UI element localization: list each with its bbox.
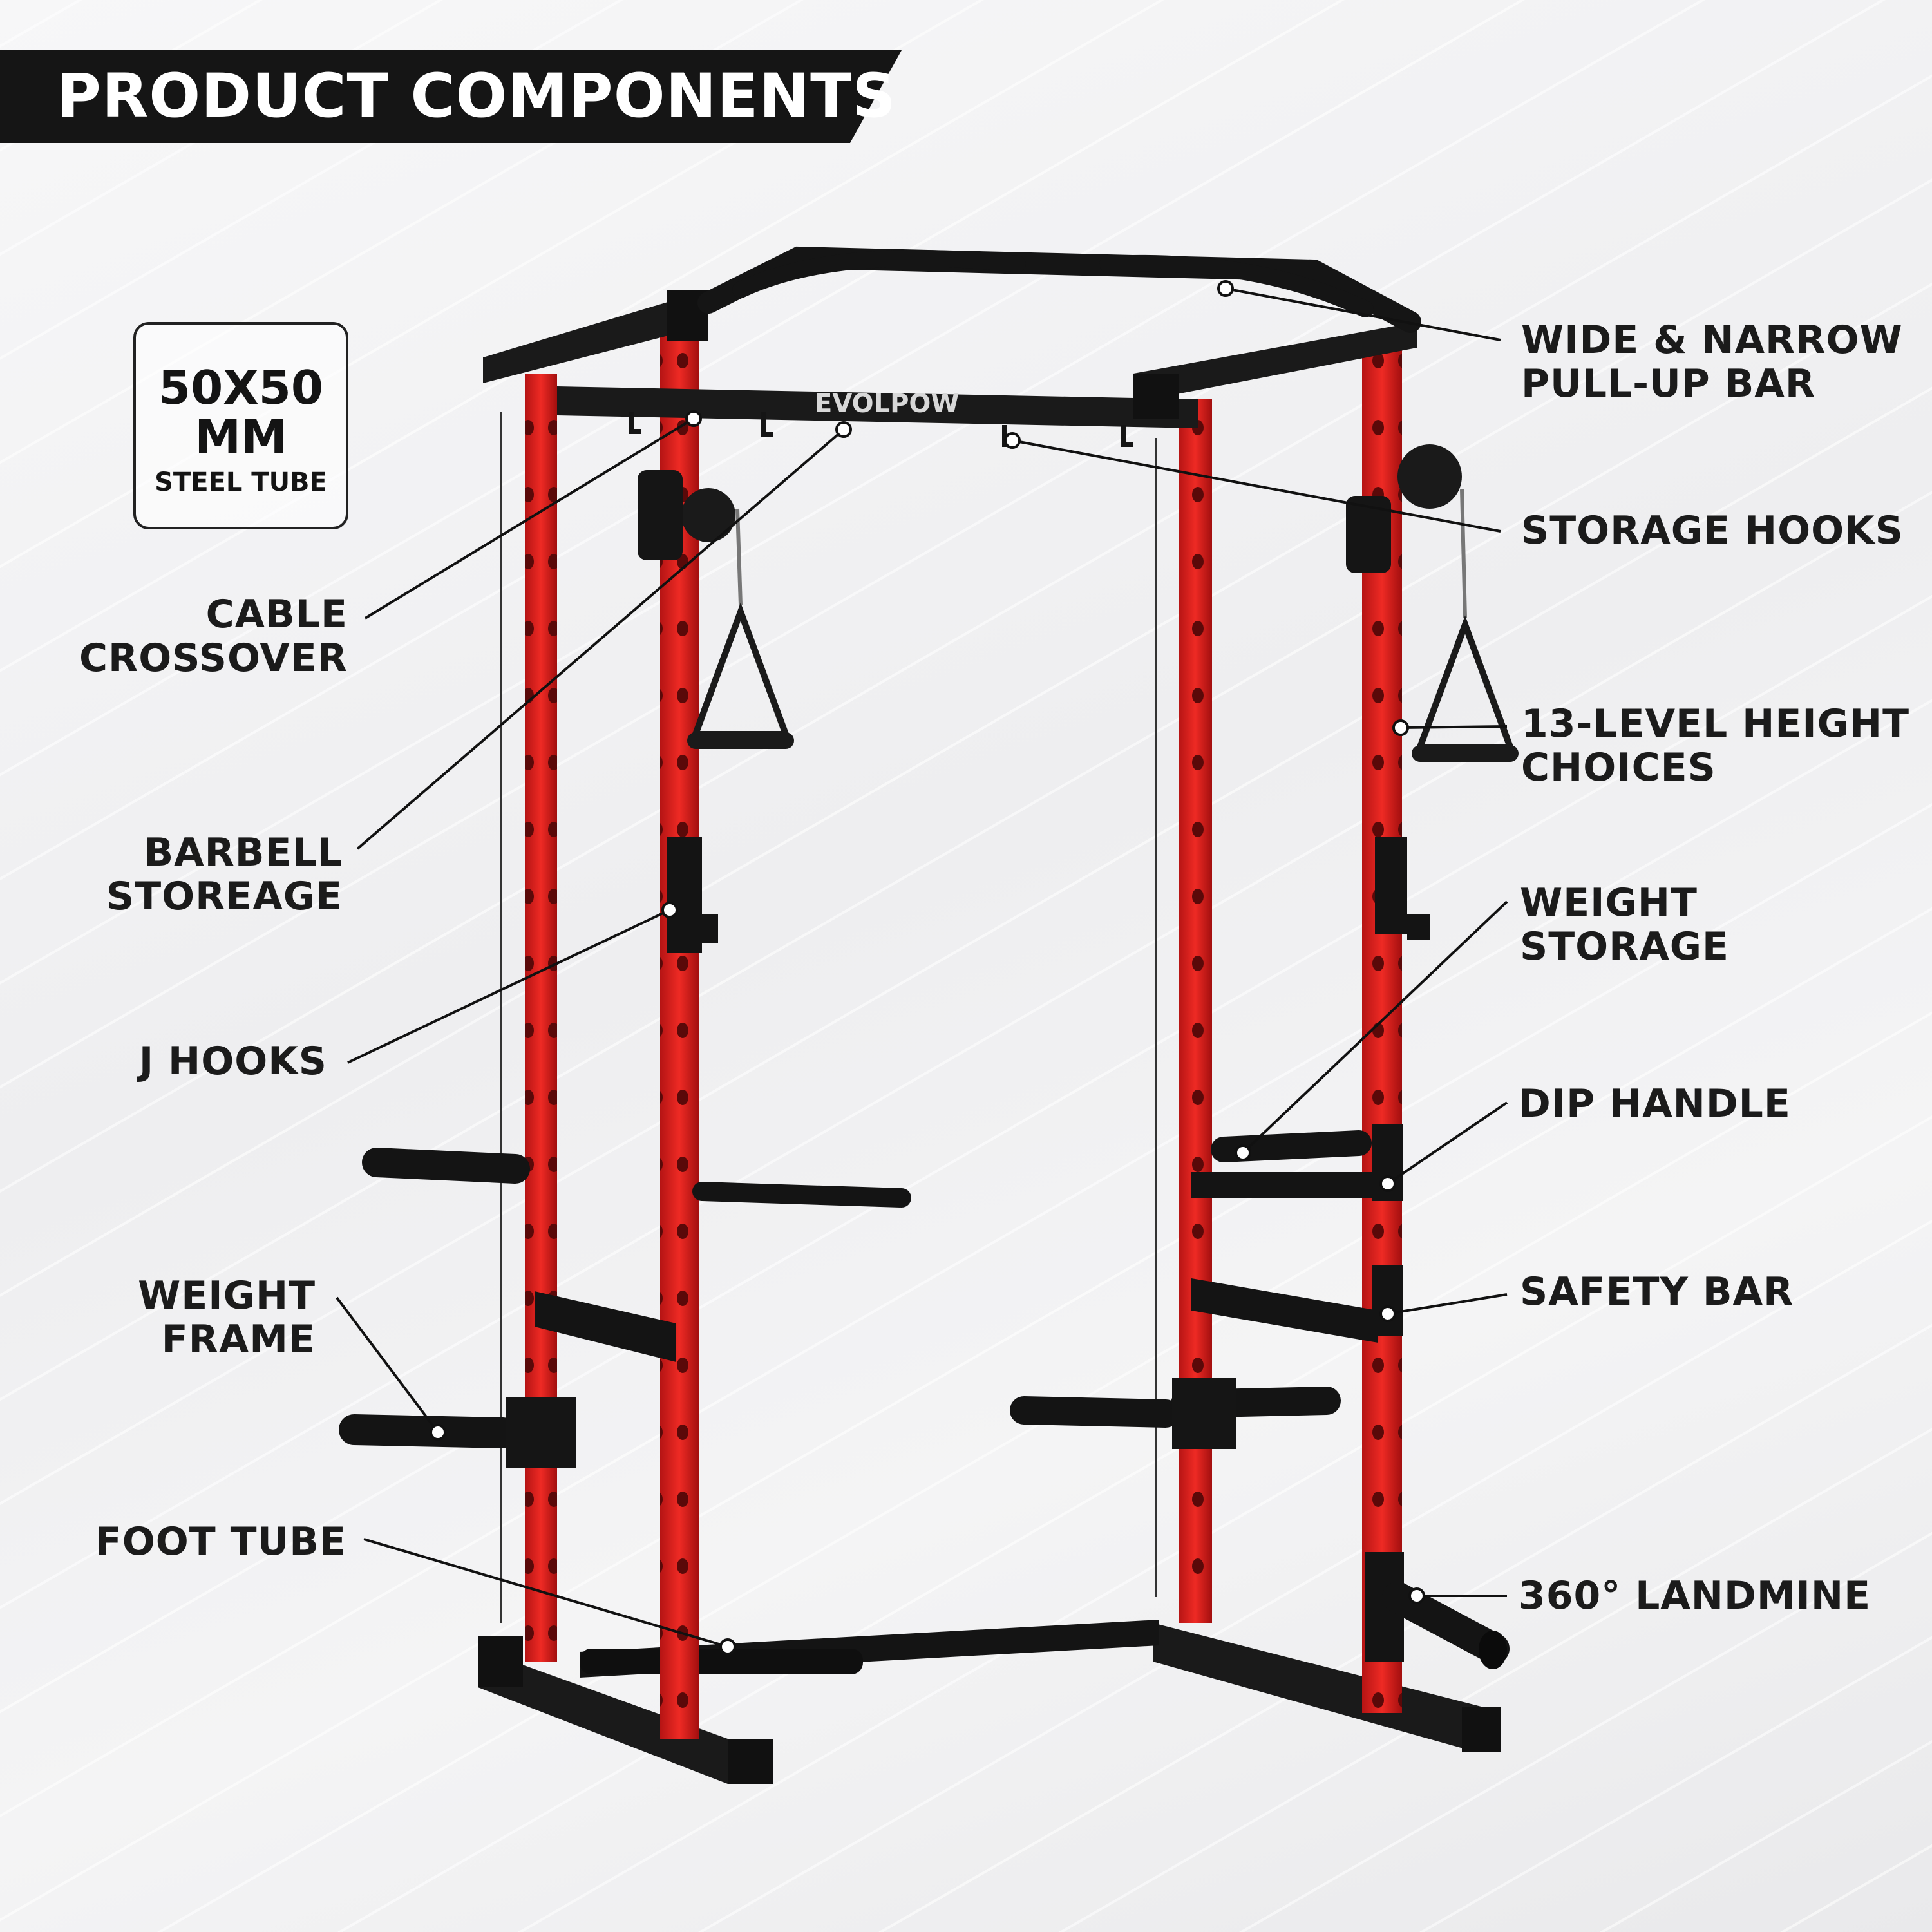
- label-weight-frame-line2: FRAME: [161, 1317, 316, 1362]
- label-height-line2: CHOICES: [1521, 745, 1716, 790]
- label-j-hooks: J HOOKS: [139, 1039, 327, 1083]
- weight-frame-plates: [506, 1378, 1236, 1468]
- label-storage-hooks-line1: STORAGE HOOKS: [1521, 508, 1904, 553]
- spec-unit: MM: [194, 410, 287, 464]
- label-pullup-bar: WIDE & NARROW PULL-UP BAR: [1521, 318, 1903, 406]
- cable-pulleys: [638, 444, 1462, 573]
- label-safety-bar: SAFETY BAR: [1520, 1270, 1794, 1314]
- label-weight-storage: WEIGHT STORAGE: [1520, 881, 1729, 969]
- label-cable-line1: CABLE: [205, 592, 348, 637]
- label-foot-tube-line1: FOOT TUBE: [95, 1519, 346, 1564]
- foot-tube: [580, 1620, 1159, 1678]
- label-safety-bar-line1: SAFETY BAR: [1520, 1269, 1794, 1314]
- back-uprights: [525, 374, 1212, 1662]
- spec-badge: 50X50 MM STEEL TUBE: [133, 322, 348, 529]
- callout-lines: [336, 287, 1508, 1648]
- safety-bars: [535, 1124, 1403, 1362]
- label-weight-frame: WEIGHT FRAME: [138, 1274, 316, 1361]
- label-landmine-line1: 360° LANDMINE: [1519, 1573, 1871, 1618]
- label-height-choices: 13-LEVEL HEIGHT CHOICES: [1521, 702, 1909, 790]
- page-title: PRODUCT COMPONENTS: [57, 61, 896, 131]
- label-weight-storage-line2: STORAGE: [1520, 924, 1730, 969]
- callout-dots: [430, 280, 1425, 1655]
- label-cable-line2: CROSSOVER: [79, 636, 348, 681]
- label-dip-handle: DIP HANDLE: [1519, 1082, 1791, 1126]
- label-barbell-storage: BARBELL STOREAGE: [106, 831, 343, 918]
- landmine: [1365, 1552, 1510, 1669]
- j-hooks: [667, 837, 1430, 953]
- spec-material: STEEL TUBE: [155, 468, 327, 497]
- weight-storage-horns: [339, 1130, 1372, 1448]
- label-weight-storage-line1: WEIGHT: [1520, 880, 1698, 925]
- top-frame: [483, 290, 1417, 428]
- base-frame: [478, 1623, 1501, 1784]
- label-dip-handle-line1: DIP HANDLE: [1519, 1081, 1791, 1126]
- label-weight-frame-line1: WEIGHT: [138, 1273, 316, 1318]
- label-foot-tube: FOOT TUBE: [95, 1520, 346, 1564]
- brand-logo: EVOLPOW: [815, 389, 960, 419]
- label-barbell-line1: BARBELL: [144, 830, 343, 875]
- spec-size: 50X50: [158, 361, 323, 415]
- label-height-line1: 13-LEVEL HEIGHT: [1521, 701, 1910, 746]
- label-pullup-line1: WIDE & NARROW: [1521, 317, 1903, 363]
- cable-handles: [500, 412, 1519, 1623]
- label-barbell-line2: STOREAGE: [106, 874, 343, 919]
- label-landmine: 360° LANDMINE: [1519, 1574, 1871, 1618]
- label-storage-hooks: STORAGE HOOKS: [1521, 509, 1904, 553]
- label-cable-crossover: CABLE CROSSOVER: [79, 592, 348, 680]
- pullup-bar: [697, 246, 1421, 333]
- front-uprights: [660, 322, 1402, 1739]
- label-pullup-line2: PULL-UP BAR: [1521, 361, 1816, 406]
- title-banner: [0, 50, 902, 143]
- label-jhooks-line1: J HOOKS: [138, 1039, 327, 1084]
